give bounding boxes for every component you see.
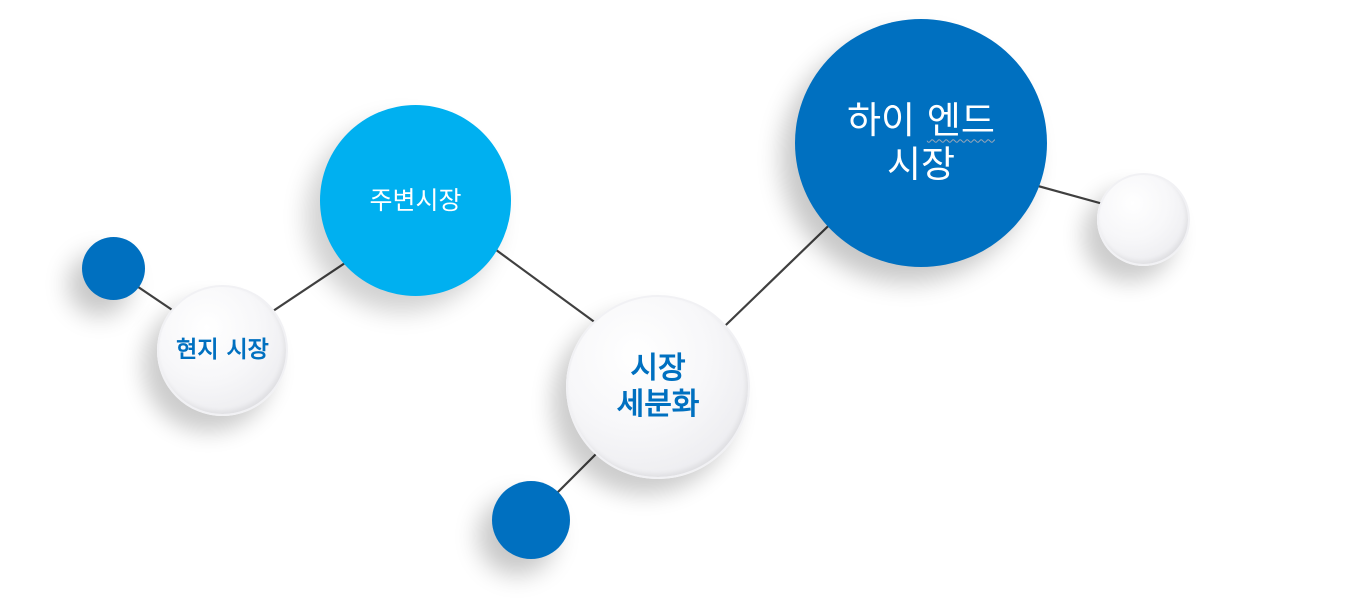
market-segmentation-line1: 시장 [630, 351, 686, 386]
high-end-word-ha-i: 하이 [847, 98, 916, 142]
high-end-market-line1: 하이 엔드 [847, 99, 995, 143]
small-grey-circle [1097, 173, 1190, 266]
peripheral-market-label: 주변시장 [369, 185, 462, 215]
high-end-word-end: 엔드 [926, 98, 995, 142]
bottom-dark-dot [492, 481, 570, 559]
market-segmentation-node: 시장 세분화 [566, 295, 750, 479]
local-market-label: 현지 시장 [176, 336, 269, 363]
small-dark-dot [82, 237, 145, 300]
peripheral-market-node: 주변시장 [320, 105, 511, 296]
local-market-node: 현지 시장 [157, 285, 288, 416]
high-end-market-line2: 시장 [886, 143, 956, 186]
high-end-market-node: 하이 엔드 시장 [795, 19, 1047, 267]
market-segmentation-line2: 세분화 [616, 387, 700, 422]
